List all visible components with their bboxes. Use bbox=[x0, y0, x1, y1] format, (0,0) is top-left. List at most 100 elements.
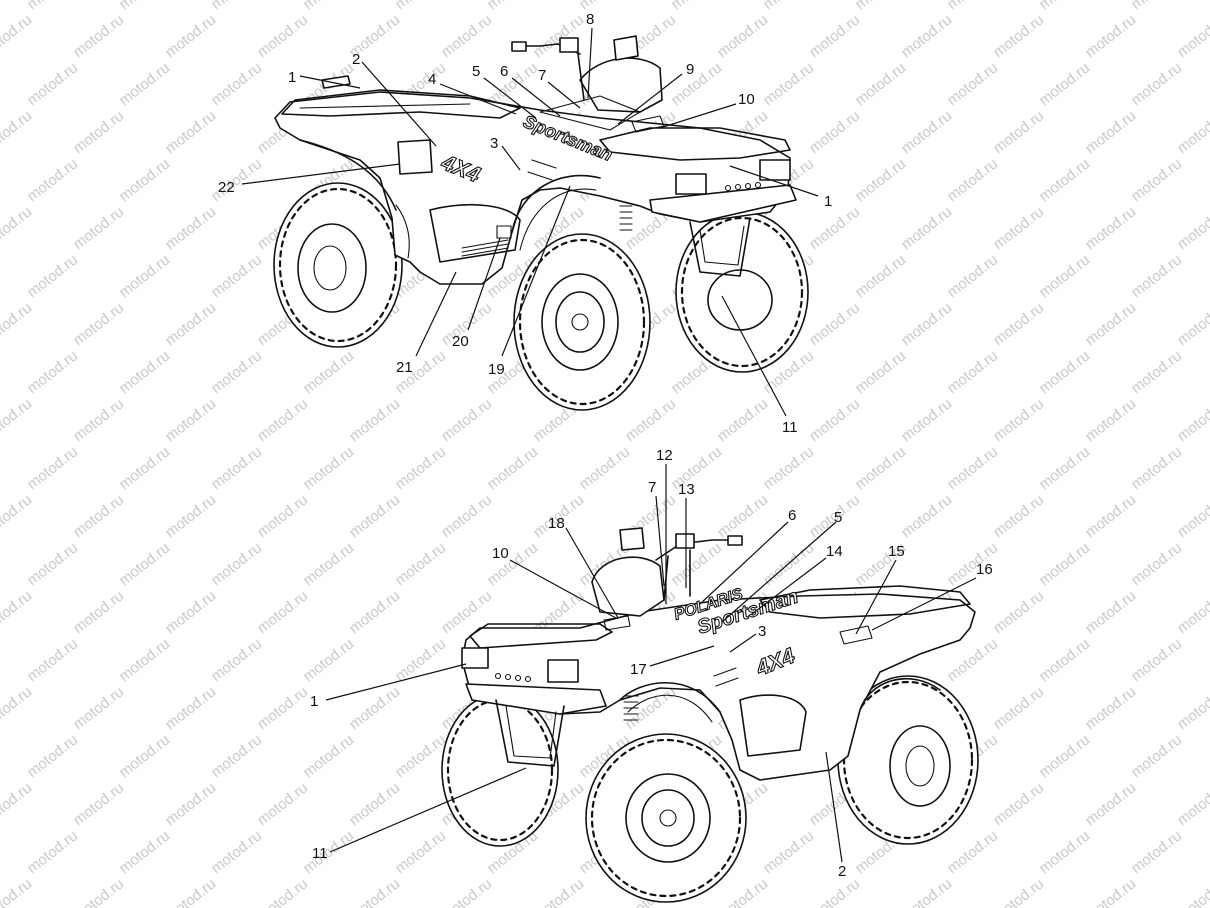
watermark-text-70: motod.ru bbox=[0, 203, 35, 253]
watermark-text-72: motod.ru bbox=[162, 203, 219, 253]
callout-top-19: 19 bbox=[488, 361, 505, 378]
watermark-text-151: motod.ru bbox=[944, 443, 1001, 493]
watermark-text-270: motod.ru bbox=[346, 875, 403, 908]
watermark-text-157: motod.ru bbox=[254, 491, 311, 541]
watermark-text-261: motod.ru bbox=[760, 827, 817, 877]
watermark-text-81: motod.ru bbox=[990, 203, 1047, 253]
callout-top-3: 3 bbox=[490, 135, 498, 152]
watermark-text-150: motod.ru bbox=[852, 443, 909, 493]
watermark-text-144: motod.ru bbox=[300, 443, 357, 493]
watermark-text-124: motod.ru bbox=[1036, 347, 1093, 397]
callout-bottom-17: 17 bbox=[630, 661, 647, 678]
watermark-text-250: motod.ru bbox=[1082, 779, 1139, 829]
watermark-text-279: motod.ru bbox=[1174, 875, 1210, 908]
watermark-text-22: motod.ru bbox=[714, 11, 771, 61]
watermark-text-185: motod.ru bbox=[254, 587, 311, 637]
watermark-text-86: motod.ru bbox=[116, 251, 173, 301]
watermark-text-249: motod.ru bbox=[990, 779, 1047, 829]
watermark-text-98: motod.ru bbox=[0, 299, 35, 349]
watermark-text-41: motod.ru bbox=[1128, 59, 1185, 109]
callout-top-1a: 1 bbox=[288, 69, 296, 86]
watermark-text-171: motod.ru bbox=[208, 539, 265, 589]
watermark-text-186: motod.ru bbox=[346, 587, 403, 637]
callout-top-20: 20 bbox=[452, 333, 469, 350]
watermark-text-3: motod.ru bbox=[208, 0, 265, 13]
watermark-text-71: motod.ru bbox=[70, 203, 127, 253]
watermark-text-169: motod.ru bbox=[24, 539, 81, 589]
callout-bottom-11: 11 bbox=[312, 845, 328, 862]
watermark-text-23: motod.ru bbox=[806, 11, 863, 61]
watermark-text-6: motod.ru bbox=[484, 0, 541, 13]
watermark-text-263: motod.ru bbox=[944, 827, 1001, 877]
watermark-text-67: motod.ru bbox=[944, 155, 1001, 205]
top-atv: 4X4 Sportsman bbox=[273, 35, 809, 411]
watermark-text-17: motod.ru bbox=[254, 11, 311, 61]
watermark-text-59: motod.ru bbox=[208, 155, 265, 205]
watermark-text-25: motod.ru bbox=[990, 11, 1047, 61]
watermark-text-200: motod.ru bbox=[300, 635, 357, 685]
callout-bottom-18: 18 bbox=[548, 515, 565, 532]
callout-top-21: 21 bbox=[396, 359, 413, 376]
watermark-text-193: motod.ru bbox=[990, 587, 1047, 637]
watermark-text-127: motod.ru bbox=[70, 395, 127, 445]
callout-bottom-13: 13 bbox=[678, 481, 695, 498]
watermark-text-12: motod.ru bbox=[1036, 0, 1093, 13]
watermark-text-214: motod.ru bbox=[346, 683, 403, 733]
callout-top-7: 7 bbox=[538, 67, 546, 84]
watermark-text-268: motod.ru bbox=[162, 875, 219, 908]
watermark-text-180: motod.ru bbox=[1036, 539, 1093, 589]
watermark-text-213: motod.ru bbox=[254, 683, 311, 733]
watermark-text-108: motod.ru bbox=[898, 299, 955, 349]
watermark-text-276: motod.ru bbox=[898, 875, 955, 908]
watermark-text-228: motod.ru bbox=[300, 731, 357, 781]
watermark-text-181: motod.ru bbox=[1128, 539, 1185, 589]
watermark-text-99: motod.ru bbox=[70, 299, 127, 349]
watermark-text-83: motod.ru bbox=[1174, 203, 1210, 253]
watermark-text-201: motod.ru bbox=[392, 635, 449, 685]
watermark-text-145: motod.ru bbox=[392, 443, 449, 493]
watermark-text-131: motod.ru bbox=[438, 395, 495, 445]
callout-top-5: 5 bbox=[472, 63, 480, 80]
watermark-text-173: motod.ru bbox=[392, 539, 449, 589]
watermark-text-129: motod.ru bbox=[254, 395, 311, 445]
watermark-text-251: motod.ru bbox=[1174, 779, 1210, 829]
watermark-text-242: motod.ru bbox=[346, 779, 403, 829]
watermark-text-68: motod.ru bbox=[1036, 155, 1093, 205]
watermark-text-199: motod.ru bbox=[208, 635, 265, 685]
watermark-text-80: motod.ru bbox=[898, 203, 955, 253]
callout-bottom-7: 7 bbox=[648, 479, 656, 496]
watermark-text-97: motod.ru bbox=[1128, 251, 1185, 301]
watermark-text-143: motod.ru bbox=[208, 443, 265, 493]
watermark-text-10: motod.ru bbox=[852, 0, 909, 13]
watermark-text-264: motod.ru bbox=[1036, 827, 1093, 877]
watermark-text-100: motod.ru bbox=[162, 299, 219, 349]
watermark-text-40: motod.ru bbox=[1036, 59, 1093, 109]
watermark-text-26: motod.ru bbox=[1082, 11, 1139, 61]
watermark-text-94: motod.ru bbox=[852, 251, 909, 301]
watermark-text-51: motod.ru bbox=[806, 107, 863, 157]
watermark-text-15: motod.ru bbox=[70, 11, 127, 61]
watermark-text-221: motod.ru bbox=[990, 683, 1047, 733]
watermark-text-137: motod.ru bbox=[990, 395, 1047, 445]
watermark-text-182: motod.ru bbox=[0, 587, 35, 637]
callout-top-8: 8 bbox=[586, 11, 594, 28]
callout-layer: 1 2 4 5 6 7 8 9 10 3 22 1 21 20 19 11 12… bbox=[218, 11, 993, 880]
watermark-text-212: motod.ru bbox=[162, 683, 219, 733]
watermark-text-198: motod.ru bbox=[116, 635, 173, 685]
watermark-text-79: motod.ru bbox=[806, 203, 863, 253]
callout-top-11: 11 bbox=[782, 419, 798, 436]
watermark-text-271: motod.ru bbox=[438, 875, 495, 908]
callout-top-4: 4 bbox=[428, 71, 436, 88]
watermark-text-227: motod.ru bbox=[208, 731, 265, 781]
watermark-text-95: motod.ru bbox=[944, 251, 1001, 301]
watermark-text-37: motod.ru bbox=[760, 59, 817, 109]
watermark-text-42: motod.ru bbox=[0, 107, 35, 157]
watermark-text-147: motod.ru bbox=[576, 443, 633, 493]
watermark-text-29: motod.ru bbox=[24, 59, 81, 109]
top-body bbox=[274, 91, 791, 285]
watermark-text-164: motod.ru bbox=[898, 491, 955, 541]
watermark-text-240: motod.ru bbox=[162, 779, 219, 829]
watermark-text-166: motod.ru bbox=[1082, 491, 1139, 541]
